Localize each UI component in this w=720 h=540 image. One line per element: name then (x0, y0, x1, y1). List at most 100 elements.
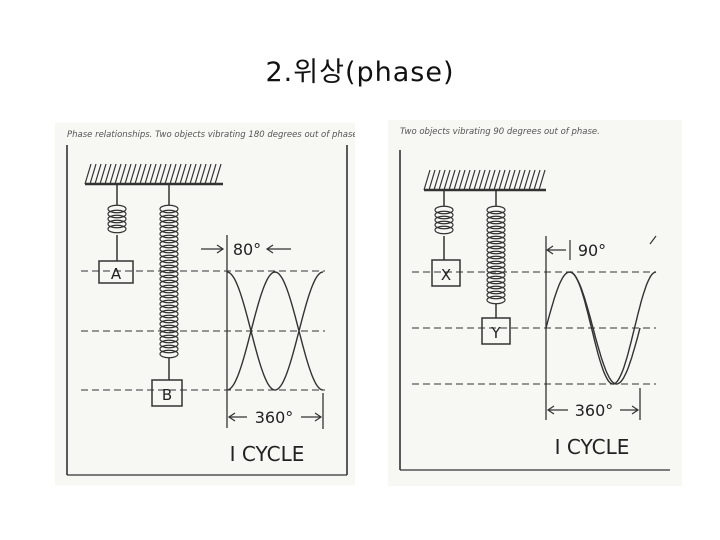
hatch-stroke (199, 163, 207, 185)
hatch-stroke (109, 163, 117, 185)
mass-a-box (98, 260, 134, 284)
mass-x-label: X (441, 266, 451, 284)
hatch-stroke (134, 163, 142, 185)
mass-y-box (481, 317, 511, 345)
hatch-stroke (119, 163, 127, 185)
mass-x-box (431, 259, 461, 287)
hatch-stroke (538, 169, 546, 191)
hatch-stroke (139, 163, 147, 185)
phase-angle-label: 90° (578, 241, 606, 260)
coil-loop (159, 324, 179, 334)
hatch-stroke (104, 163, 112, 185)
coil-loop (159, 304, 179, 314)
coil-loop (434, 210, 454, 220)
hatch-stroke (129, 163, 137, 185)
cycle-degree-label: 360° (255, 408, 294, 427)
wave-object-y (569, 271, 657, 385)
figure-180-svg: Phase relationships. Two objects vibrati… (66, 130, 355, 476)
coil-loop (486, 290, 506, 300)
hatch-stroke (149, 163, 157, 185)
hatch-stroke (448, 169, 456, 191)
hatch-stroke (94, 163, 102, 185)
coil-loop (486, 220, 506, 230)
hatch-stroke (433, 169, 441, 191)
figure-90-svg: Two objects vibrating 90 degrees out of … (399, 127, 670, 471)
mass-b-label: B (162, 386, 172, 404)
spring-x-coil (434, 205, 454, 235)
coil-loop (486, 245, 506, 255)
hatch-stroke (473, 169, 481, 191)
hatch-stroke (533, 169, 541, 191)
phase-arrowhead-left (216, 244, 225, 254)
coil-loop (159, 299, 179, 309)
hatch-stroke (523, 169, 531, 191)
coil-loop (159, 274, 179, 284)
figure-caption: Two objects vibrating 90 degrees out of … (400, 127, 600, 137)
coil-loop (159, 349, 179, 359)
coil-loop (486, 285, 506, 295)
coil-loop (159, 319, 179, 329)
coil-loop (159, 289, 179, 299)
coil-loop (434, 215, 454, 225)
hatch-stroke (84, 163, 92, 185)
coil-loop (107, 219, 127, 229)
hatch-stroke (513, 169, 521, 191)
spring-a-coil (107, 204, 127, 234)
cycle-arrowhead-right (314, 412, 323, 422)
hatch-stroke (468, 169, 476, 191)
wave-object-a (226, 271, 324, 391)
cycle-arrowhead-left (546, 405, 555, 415)
coil-loop (159, 259, 179, 269)
hatch-stroke (144, 163, 152, 185)
coil-loop (107, 214, 127, 224)
coil-loop (159, 334, 179, 344)
hatch-stroke (169, 163, 177, 185)
hatch-stroke (179, 163, 187, 185)
figure-90-degrees: Two objects vibrating 90 degrees out of … (388, 120, 682, 486)
cycle-caption: I CYCLE (555, 435, 630, 459)
spring-y-coil (486, 205, 506, 305)
coil-loop (159, 279, 179, 289)
coil-loop (159, 339, 179, 349)
hatch-stroke (99, 163, 107, 185)
coil-loop (159, 244, 179, 254)
coil-loop (159, 239, 179, 249)
hatch-stroke (189, 163, 197, 185)
cycle-arrowhead-left (227, 412, 236, 422)
hatch-stroke (159, 163, 167, 185)
hatch-stroke (114, 163, 122, 185)
ceiling-support (84, 163, 223, 186)
hatch-stroke (214, 163, 222, 185)
coil-loop (159, 269, 179, 279)
coil-loop (159, 254, 179, 264)
hatch-stroke (194, 163, 202, 185)
phase-angle-label: 80° (233, 240, 261, 259)
phase-arrowhead-right (265, 244, 274, 254)
coil-loop (159, 344, 179, 354)
coil-loop (159, 234, 179, 244)
wave-object-b (226, 271, 324, 391)
coil-loop (159, 249, 179, 259)
wave-object-x (545, 271, 641, 385)
coil-loop (486, 225, 506, 235)
cycle-arrowhead-right (631, 405, 640, 415)
figure-180-degrees: Phase relationships. Two objects vibrati… (55, 123, 355, 485)
figure-caption: Phase relationships. Two objects vibrati… (67, 130, 355, 140)
coil-loop (486, 215, 506, 225)
slide-title: 2.위상(phase) (265, 57, 455, 88)
coil-loop (486, 275, 506, 285)
hatch-stroke (528, 169, 536, 191)
hatch-stroke (498, 169, 506, 191)
hatch-stroke (463, 169, 471, 191)
hatch-stroke (428, 169, 436, 191)
coil-loop (486, 230, 506, 240)
mass-b-box (151, 379, 183, 407)
hatch-stroke (488, 169, 496, 191)
hatch-stroke (204, 163, 212, 185)
coil-loop (107, 204, 127, 214)
coil-loop (159, 284, 179, 294)
cycle-degree-label: 360° (575, 401, 614, 420)
coil-loop (434, 225, 454, 235)
coil-loop (486, 295, 506, 305)
hatch-stroke (493, 169, 501, 191)
